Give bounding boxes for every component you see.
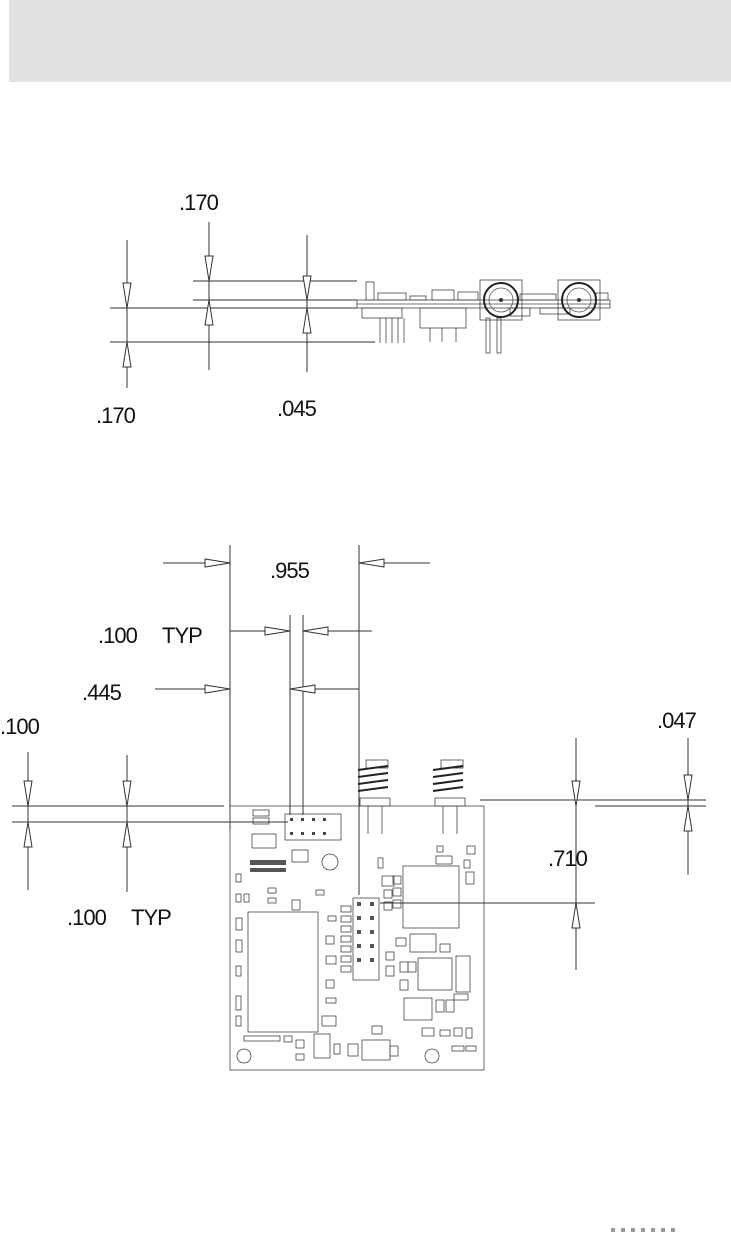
dim-connector-span: .710 [548, 846, 588, 871]
dim-side-board-thickness: .045 [277, 396, 317, 421]
dim-pin-pitch-h-typ: TYP [162, 623, 202, 648]
antenna-coil-left [358, 760, 390, 834]
dim-pin-pitch-v: .100 [67, 905, 107, 930]
dim-side-bottom-offset: .170 [96, 403, 136, 428]
dim-left-offset: .100 [0, 714, 40, 739]
dim-pin-pitch-h: .100 [98, 623, 138, 648]
dim-pin-pitch-v-typ: TYP [131, 905, 171, 930]
antenna-coil-right [433, 760, 465, 834]
dim-overall-width: .955 [270, 558, 310, 583]
dim-header-offset: .445 [82, 680, 122, 705]
dim-side-top-offset: .170 [179, 190, 219, 215]
side-view [110, 222, 610, 388]
page-indicator-dots [611, 1228, 681, 1232]
side-board [357, 280, 610, 353]
top-board [230, 760, 484, 1070]
dim-connector-height: .047 [657, 708, 697, 733]
